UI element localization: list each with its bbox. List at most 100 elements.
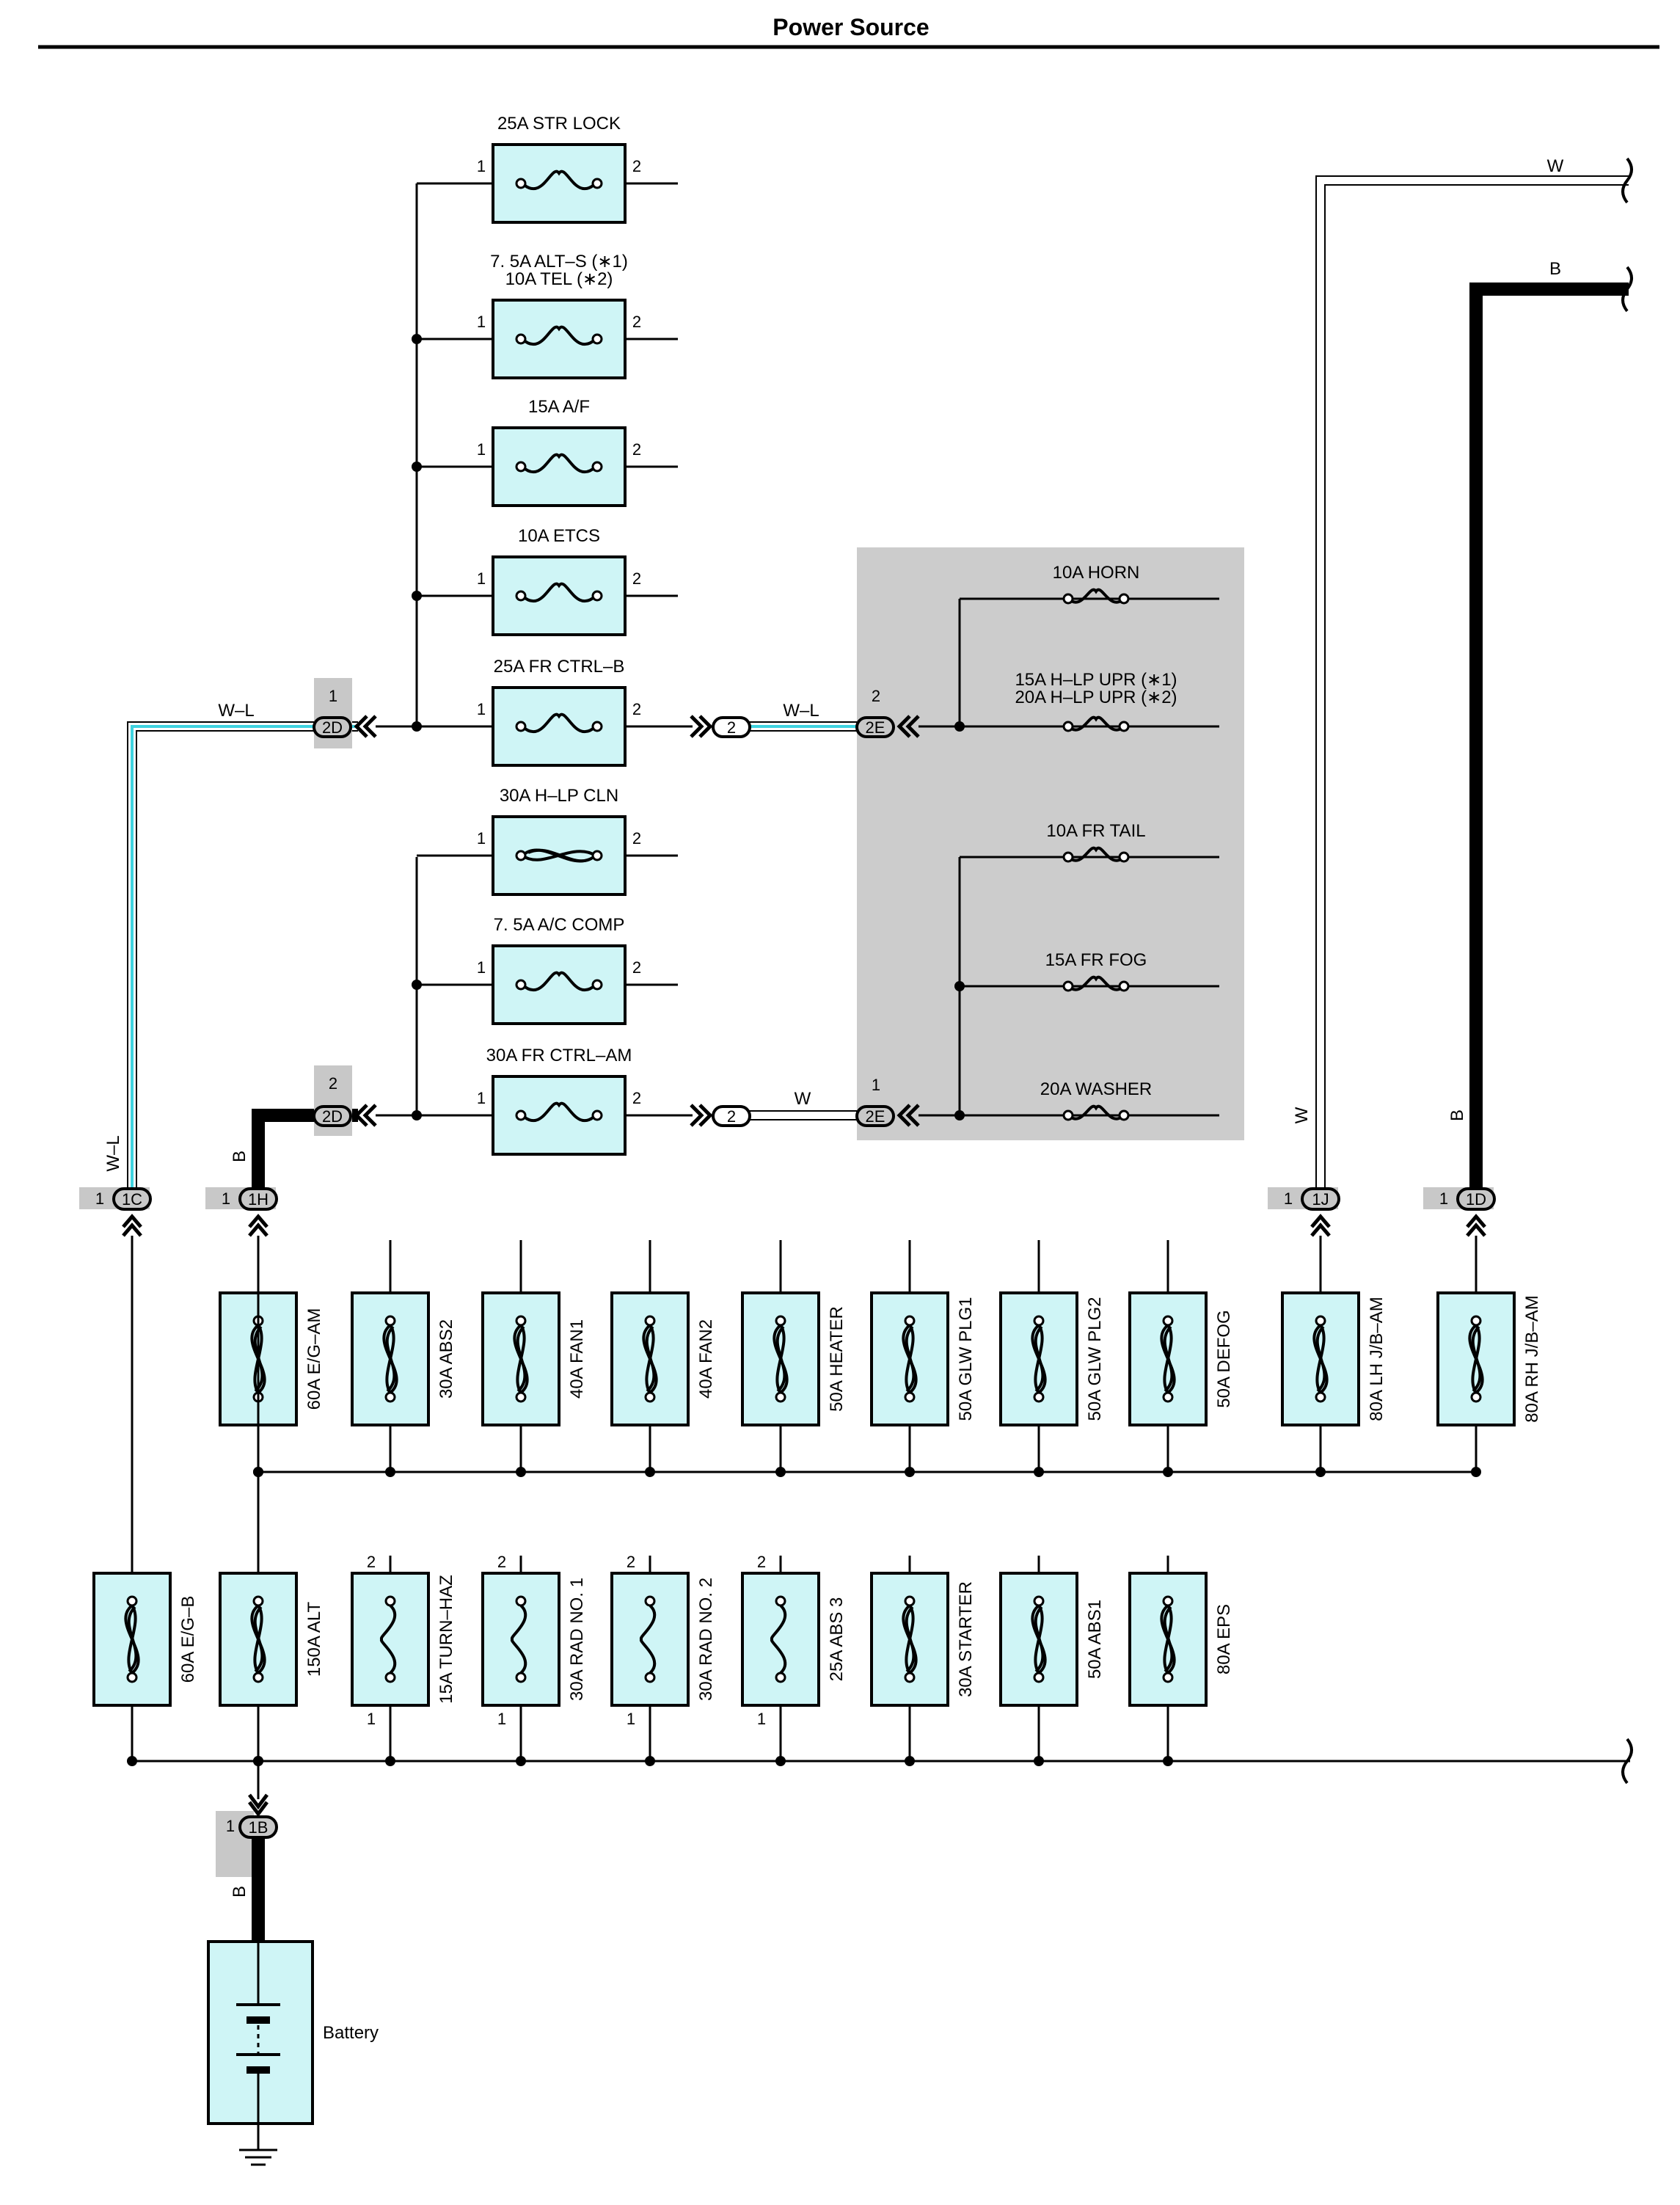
connector-label: 1C bbox=[122, 1190, 142, 1209]
connector-1B: 1B bbox=[238, 1815, 278, 1839]
row1-fuse: 50A GLW PLG2 bbox=[999, 1240, 1105, 1477]
svg-text:2D: 2D bbox=[322, 1107, 343, 1126]
wire-w-label-middle: W bbox=[795, 1089, 811, 1109]
ground-symbol bbox=[239, 2124, 277, 2166]
wire-wl-label-top: W–L bbox=[218, 701, 254, 721]
connector-1B-pin: 1 bbox=[226, 1817, 235, 1835]
wire-w-label-vertical: W bbox=[1292, 1107, 1312, 1123]
relay-block-area bbox=[857, 547, 1244, 1140]
row1-fuse-label: 40A FAN1 bbox=[567, 1319, 587, 1399]
fuse-label: 10A ETCS bbox=[518, 526, 600, 546]
battery bbox=[207, 1940, 314, 2125]
fuse-label: 15A A/F bbox=[528, 397, 590, 417]
fuse-box bbox=[492, 555, 627, 636]
relay-fuse: 15A H–LP UPR (∗1)20A H–LP UPR (∗2) bbox=[960, 670, 1219, 732]
row1-fuse-label: 40A FAN2 bbox=[696, 1319, 716, 1399]
fuse-box bbox=[351, 1572, 430, 1707]
junction-dot bbox=[412, 591, 422, 601]
fuse-label-2: 10A TEL (∗2) bbox=[505, 269, 613, 289]
row1-fuse: 50A GLW PLG1 bbox=[870, 1240, 976, 1477]
wire-wl-left bbox=[127, 721, 358, 1196]
fuse-label: 30A H–LP CLN bbox=[500, 786, 618, 806]
connector-label: 1J bbox=[1312, 1190, 1329, 1209]
svg-text:2E: 2E bbox=[866, 1107, 885, 1126]
row1-fuse: 40A FAN1 bbox=[481, 1240, 587, 1477]
fuse-box bbox=[741, 1572, 820, 1707]
junction-dot bbox=[905, 1756, 915, 1766]
fuse-pin-out: 2 bbox=[632, 829, 641, 848]
row2-pin-bottom: 1 bbox=[497, 1710, 506, 1728]
row1-fuse-label: 80A LH J/B–AM bbox=[1367, 1297, 1387, 1421]
fuse-pin-out: 2 bbox=[632, 700, 641, 718]
fuse-label: 30A FR CTRL–AM bbox=[486, 1046, 632, 1065]
fuse-label: 25A STR LOCK bbox=[497, 114, 621, 134]
connector-label: 1H bbox=[248, 1190, 269, 1209]
wire-b-label-left: B bbox=[230, 1151, 249, 1162]
fuse-pin-out: 2 bbox=[632, 1089, 641, 1107]
row2-pin-bottom: 1 bbox=[627, 1710, 635, 1728]
junction-dot bbox=[127, 1756, 137, 1766]
fuse-box bbox=[481, 1572, 560, 1707]
row2-pin-top: 2 bbox=[367, 1553, 376, 1571]
row1-fuse: 40A FAN2 bbox=[610, 1240, 716, 1477]
relay-fuse: 10A HORN bbox=[960, 563, 1219, 605]
fuse-box bbox=[1128, 1291, 1208, 1426]
junction-dot bbox=[775, 1467, 786, 1477]
connector-pin: 1 bbox=[222, 1189, 230, 1208]
fuse-label: 7. 5A A/C COMP bbox=[494, 915, 625, 935]
fuse-box bbox=[492, 944, 627, 1025]
row2-fuse-label: 60A E/G–B bbox=[178, 1596, 198, 1683]
wire-b-right bbox=[1469, 283, 1629, 1196]
fuse-pin-out: 2 bbox=[632, 569, 641, 588]
junction-dot bbox=[412, 980, 422, 990]
relay-fuse-label: 20A WASHER bbox=[1040, 1079, 1153, 1099]
wire-b-label-battery: B bbox=[230, 1886, 249, 1898]
inline-connector-lower: 2 bbox=[690, 1104, 751, 1127]
fuse-pin-in: 1 bbox=[477, 440, 486, 459]
connector-2E-bottom-pin: 1 bbox=[872, 1076, 880, 1094]
row1-fuse-label: 50A GLW PLG2 bbox=[1085, 1297, 1105, 1421]
junction-dot bbox=[1471, 1467, 1481, 1477]
junction-dot bbox=[385, 1756, 395, 1766]
junction-dot bbox=[253, 1467, 263, 1477]
row2-fuse: 60A E/G–B bbox=[92, 1572, 198, 1766]
fuse-box bbox=[492, 1075, 627, 1156]
relay-fuse-label-2: 20A H–LP UPR (∗2) bbox=[1015, 688, 1177, 707]
row1-fuse-label: 50A DEFOG bbox=[1214, 1310, 1234, 1407]
junction-dot bbox=[1034, 1756, 1044, 1766]
junction-dot bbox=[1163, 1467, 1173, 1477]
junction-dot bbox=[954, 721, 965, 732]
junction-dot bbox=[1315, 1467, 1326, 1477]
relay-fuse: 10A FR TAIL bbox=[960, 821, 1219, 863]
row2-fuse: 80A EPS bbox=[1128, 1556, 1234, 1766]
row1-fuse: 50A DEFOG bbox=[1128, 1240, 1234, 1477]
connector-2D-bottom-arrow bbox=[354, 1104, 368, 1127]
row1-fuse: 50A HEATER bbox=[741, 1240, 847, 1477]
fuse-label: 25A FR CTRL–B bbox=[494, 657, 625, 677]
row2-fuse: 2 1 15A TURN–HAZ bbox=[351, 1553, 456, 1766]
row2-fuse-label: 15A TURN–HAZ bbox=[437, 1575, 456, 1704]
junction-dot bbox=[954, 1110, 965, 1120]
row2-pin-bottom: 1 bbox=[367, 1710, 376, 1728]
row1-fuse-label: 60A E/G–AM bbox=[304, 1308, 324, 1410]
junction-dot bbox=[645, 1756, 655, 1766]
fuse-box bbox=[492, 686, 627, 767]
connector-2D-top-arrow bbox=[354, 715, 368, 738]
row2-fuse: 50A ABS1 bbox=[999, 1556, 1105, 1766]
wire-b-label-vertical: B bbox=[1447, 1109, 1467, 1121]
junction-dot bbox=[516, 1467, 526, 1477]
connector-pin: 1 bbox=[1439, 1189, 1448, 1208]
connector-pin: 1 bbox=[1284, 1189, 1293, 1208]
junction-dot bbox=[1163, 1756, 1173, 1766]
